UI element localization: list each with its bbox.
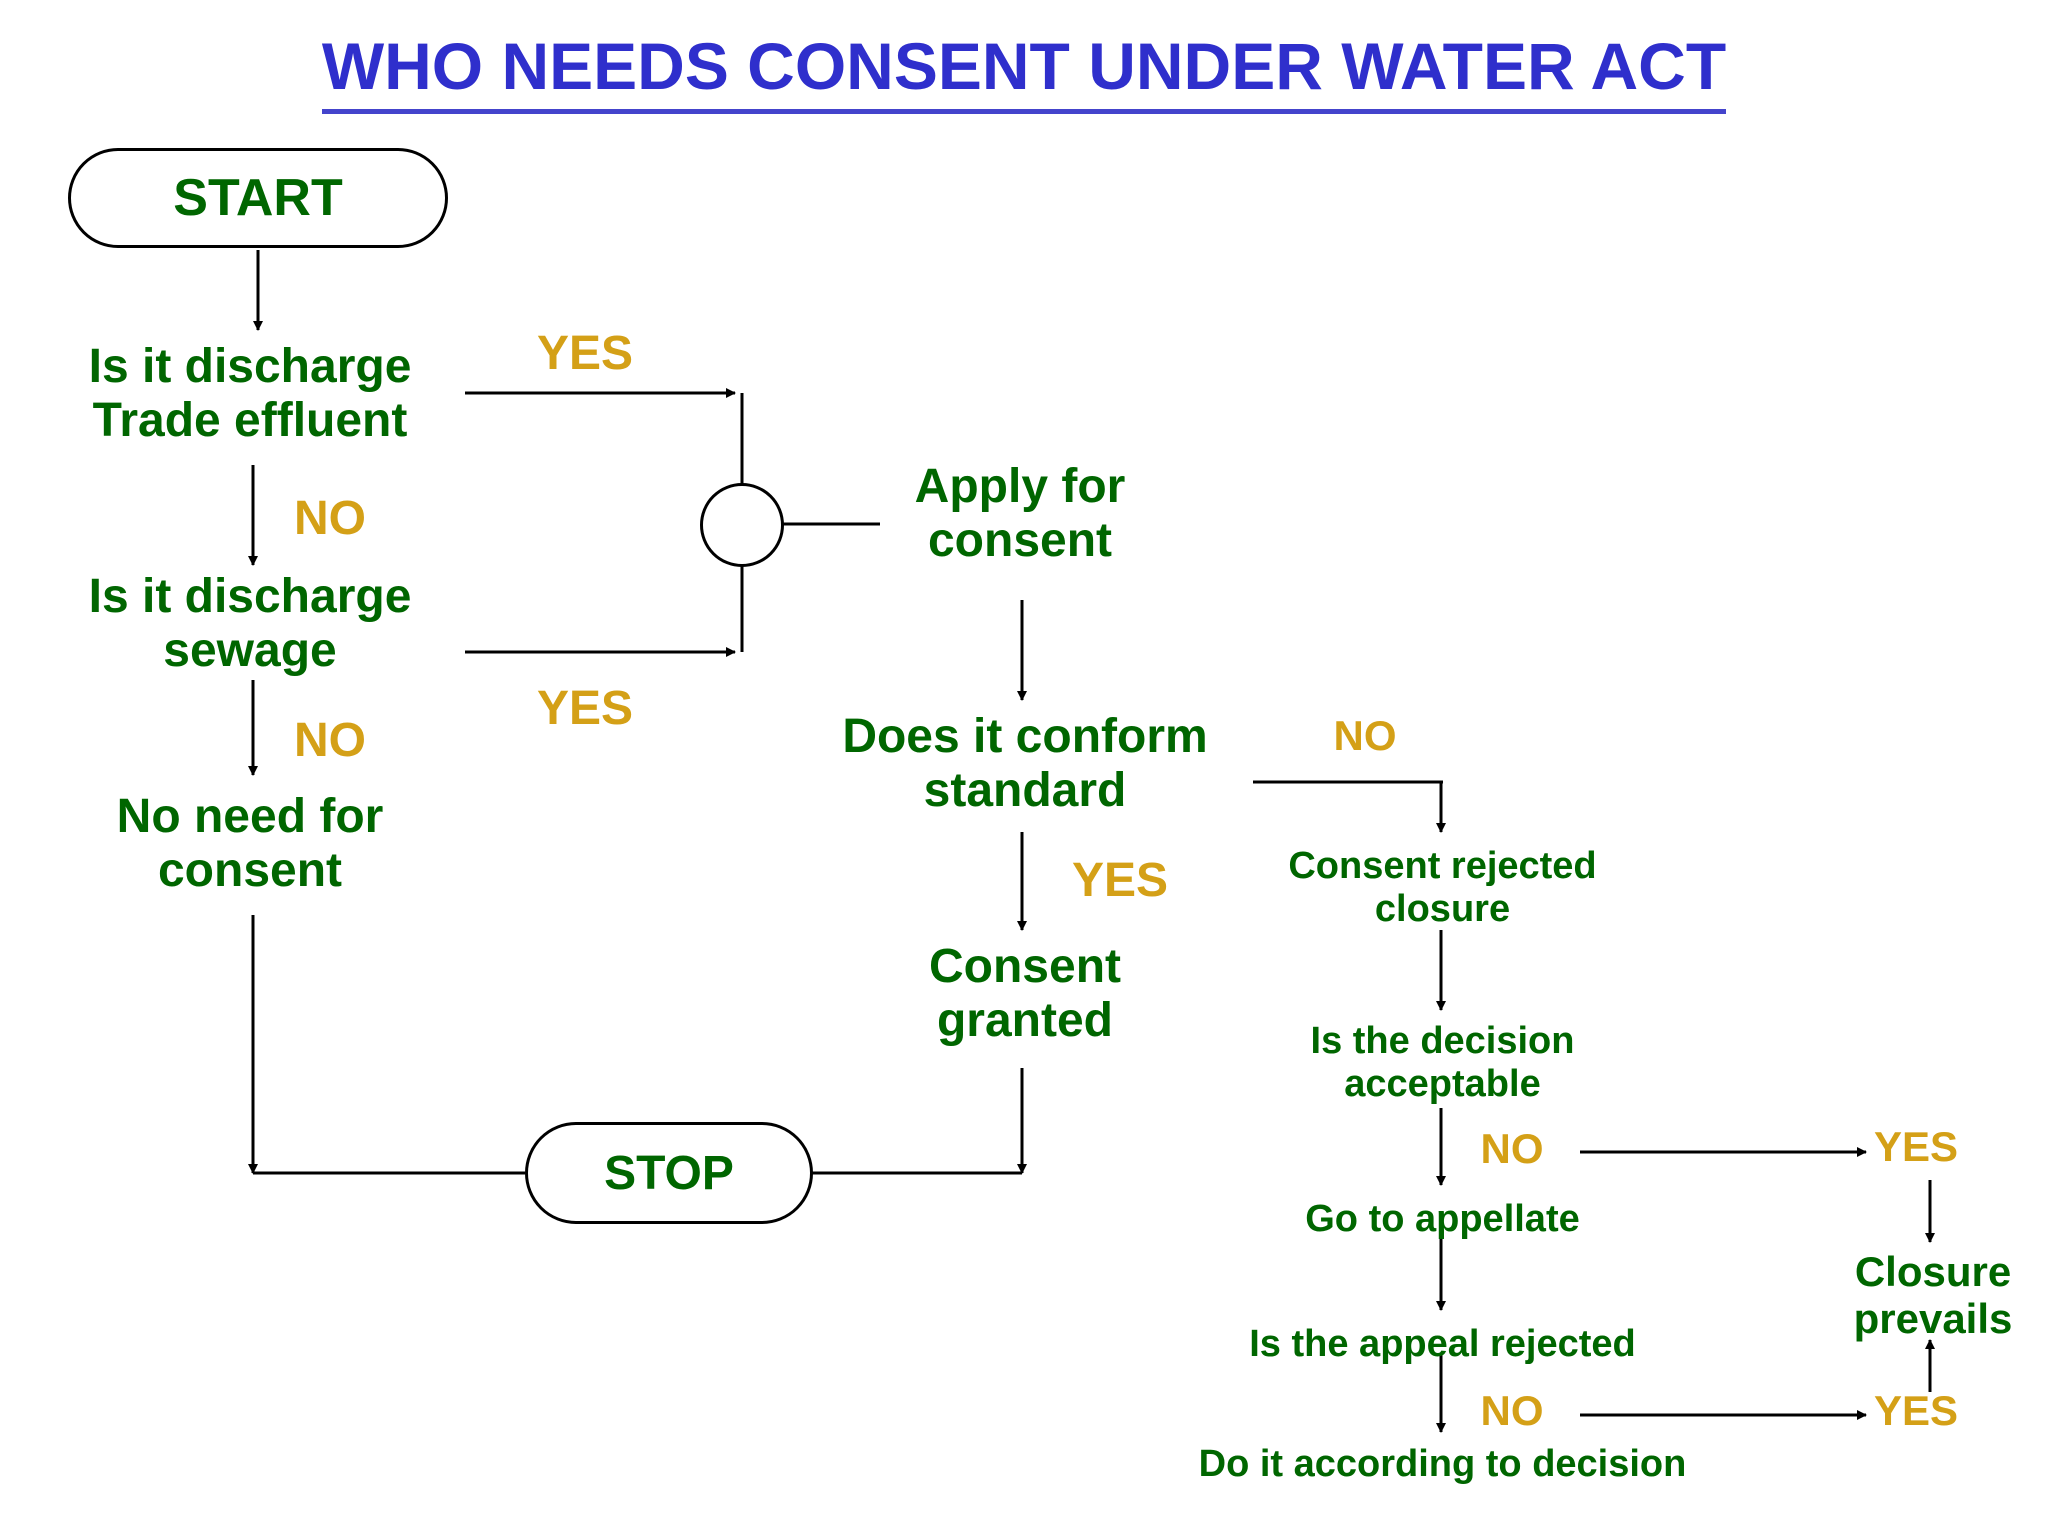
node-do-it-according-to-decision[interactable]: Do it according to decision: [1198, 1443, 1687, 1485]
edge-label-decision-acceptable-yes: YES: [1874, 1123, 1959, 1170]
node-does-it-conform-standard[interactable]: Does it conform standard: [842, 710, 1208, 817]
node-is-the-decision-acceptable[interactable]: Is the decision acceptable: [1310, 1020, 1575, 1105]
node-is-it-discharge-trade-effluent[interactable]: Is it discharge Trade effluent: [88, 340, 412, 447]
terminator-start-label: START: [173, 169, 343, 227]
node-no-need-for-consent[interactable]: No need for consent: [116, 790, 384, 897]
node-apply-for-consent[interactable]: Apply for consent: [914, 460, 1126, 567]
node-is-the-appeal-rejected[interactable]: Is the appeal rejected: [1249, 1323, 1636, 1365]
edge-label-appeal-rejected-no: NO: [1480, 1387, 1544, 1434]
flow-junction-circle: [700, 483, 784, 567]
node-closure-prevails[interactable]: Closure prevails: [1853, 1248, 2013, 1343]
page-title-text: WHO NEEDS CONSENT UNDER WATER ACT: [321, 29, 1727, 114]
page-title: WHO NEEDS CONSENT UNDER WATER ACT: [0, 28, 2048, 114]
edge-label-conform-standard-no: NO: [1333, 712, 1397, 759]
terminator-start[interactable]: START: [68, 148, 448, 248]
edge-label-conform-standard-yes: YES: [1071, 854, 1169, 907]
edge-label-trade-effluent-no: NO: [294, 492, 366, 545]
edge-label-trade-effluent-yes: YES: [536, 327, 634, 380]
node-consent-granted[interactable]: Consent granted: [929, 940, 1121, 1047]
edge-label-sewage-no: NO: [294, 714, 366, 767]
edge-label-sewage-yes: YES: [536, 682, 634, 735]
terminator-stop-label: STOP: [604, 1146, 734, 1200]
terminator-stop[interactable]: STOP: [525, 1122, 813, 1224]
node-consent-rejected-closure[interactable]: Consent rejected closure: [1288, 845, 1597, 930]
node-is-it-discharge-sewage[interactable]: Is it discharge sewage: [88, 570, 412, 677]
node-go-to-appellate[interactable]: Go to appellate: [1305, 1198, 1580, 1240]
edge-label-decision-acceptable-no: NO: [1480, 1125, 1544, 1172]
edge-label-appeal-rejected-yes: YES: [1874, 1387, 1959, 1434]
